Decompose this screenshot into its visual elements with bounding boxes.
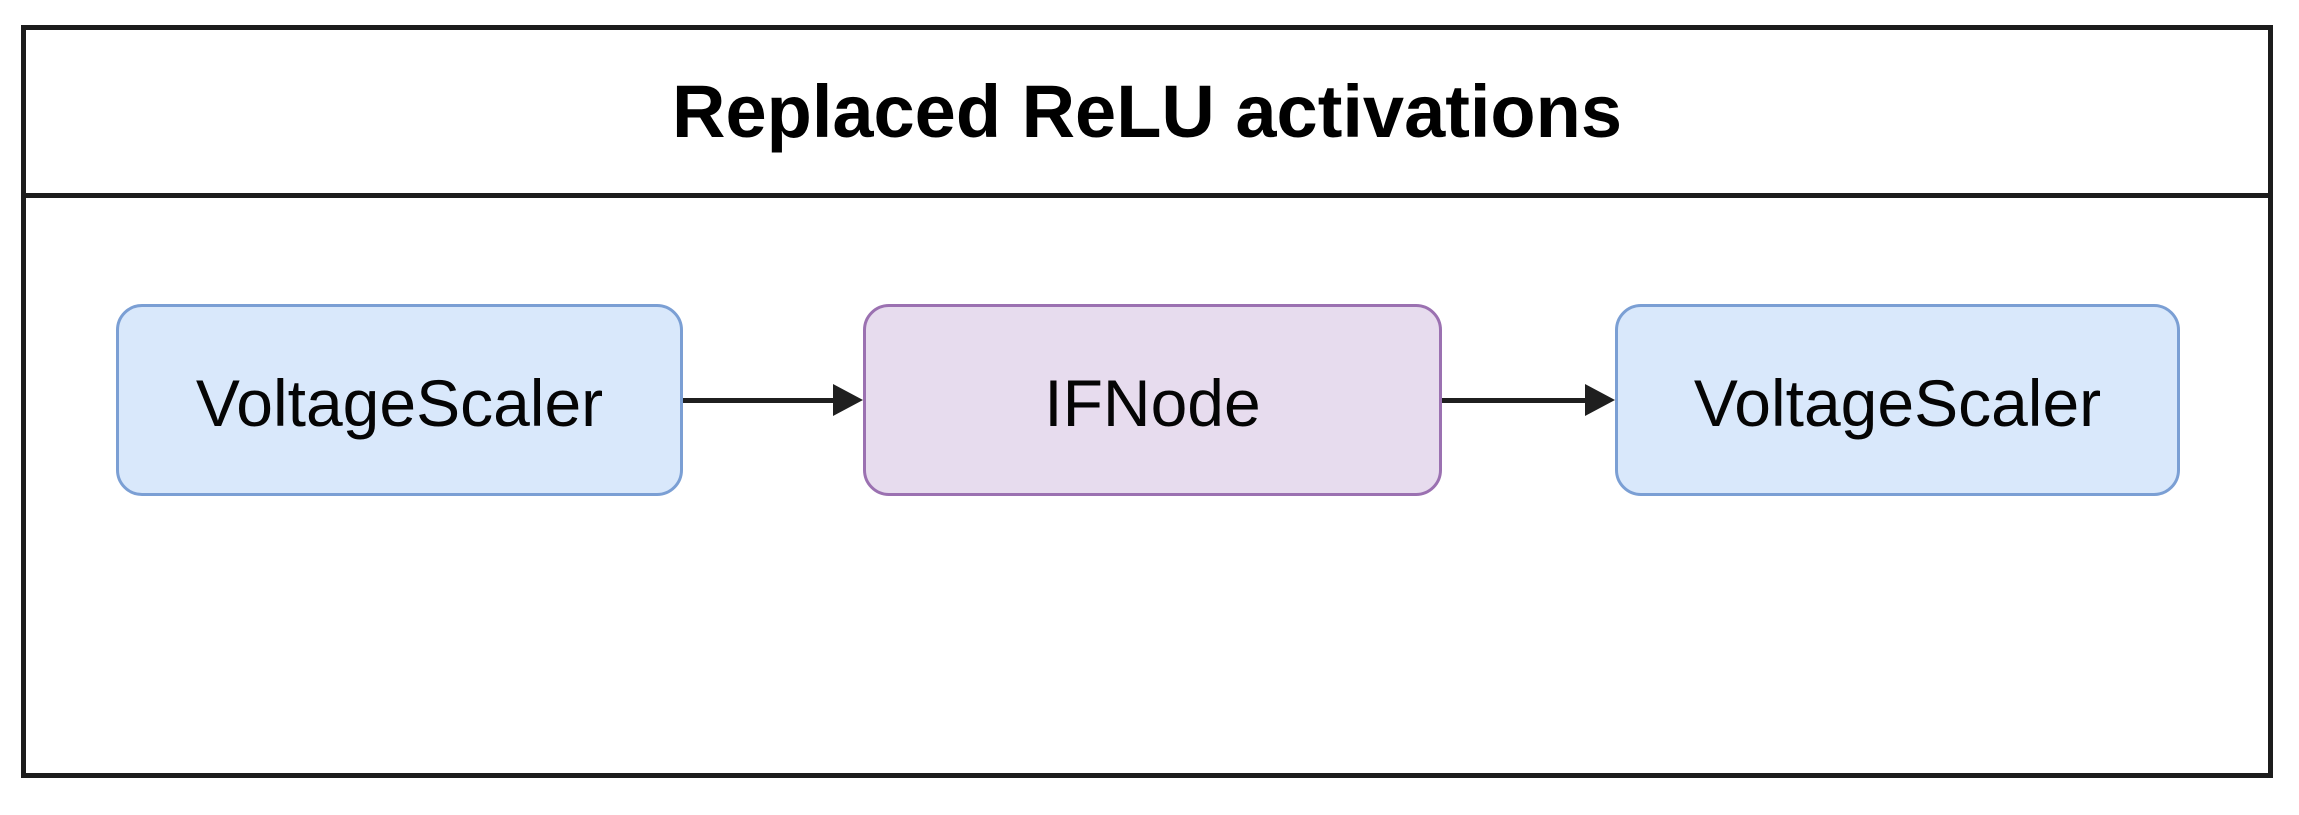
diagram-canvas: VoltageScaler IFNode VoltageScaler [26,198,2268,773]
flow-arrow-right-icon [683,384,863,416]
figure-frame: Replaced ReLU activations VoltageScaler … [21,25,2273,778]
flow-arrow-right-icon [1442,384,1615,416]
arrow-line [1442,397,1585,403]
node-if-node: IFNode [863,304,1442,496]
arrow-line [683,397,833,403]
node-label: VoltageScaler [1693,366,2102,440]
arrow-head-icon [1585,384,1615,416]
title-band: Replaced ReLU activations [26,30,2268,198]
node-label: VoltageScaler [195,366,604,440]
node-voltage-scaler-1: VoltageScaler [116,304,683,496]
node-label: IFNode [1044,366,1261,440]
figure-title: Replaced ReLU activations [672,70,1622,153]
arrow-head-icon [833,384,863,416]
node-voltage-scaler-2: VoltageScaler [1615,304,2180,496]
